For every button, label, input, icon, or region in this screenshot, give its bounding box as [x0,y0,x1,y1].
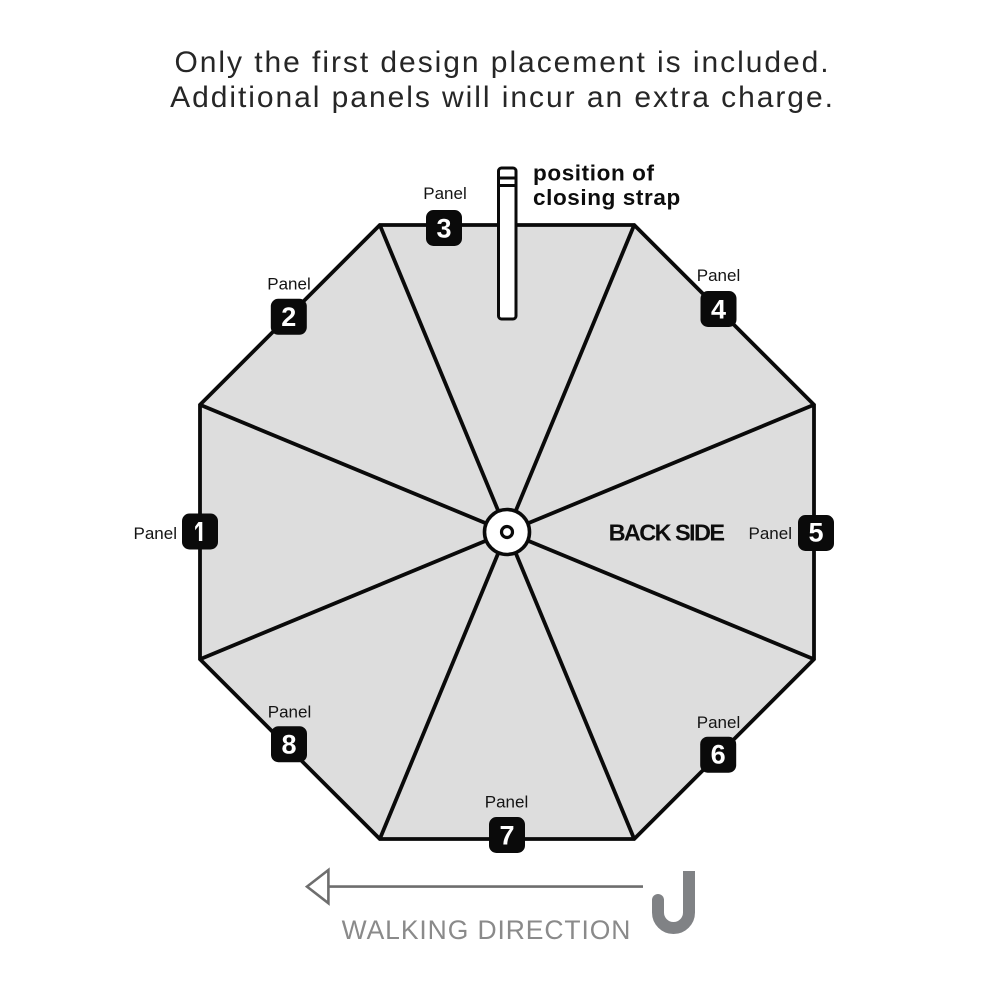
svg-text:Only the first design placemen: Only the first design placement is inclu… [174,46,830,79]
svg-text:5: 5 [808,517,823,547]
svg-text:Panel: Panel [485,793,528,812]
svg-text:WALKING DIRECTION: WALKING DIRECTION [342,915,632,945]
svg-text:6: 6 [711,740,726,770]
svg-text:2: 2 [281,302,296,332]
svg-text:Panel: Panel [268,703,311,722]
svg-text:BACK SIDE: BACK SIDE [609,520,725,546]
svg-text:Panel: Panel [423,184,466,203]
svg-text:position of: position of [533,161,655,186]
svg-text:Panel: Panel [749,524,792,543]
svg-text:8: 8 [281,729,296,759]
svg-text:3: 3 [436,213,451,243]
svg-text:Panel: Panel [134,524,177,543]
svg-text:Panel: Panel [267,274,310,293]
svg-text:Panel: Panel [697,266,740,285]
svg-text:Additional panels will incur a: Additional panels will incur an extra ch… [170,81,835,114]
svg-text:closing strap: closing strap [533,185,681,210]
svg-text:4: 4 [711,294,726,324]
svg-text:7: 7 [499,820,514,850]
svg-text:Panel: Panel [697,713,740,732]
